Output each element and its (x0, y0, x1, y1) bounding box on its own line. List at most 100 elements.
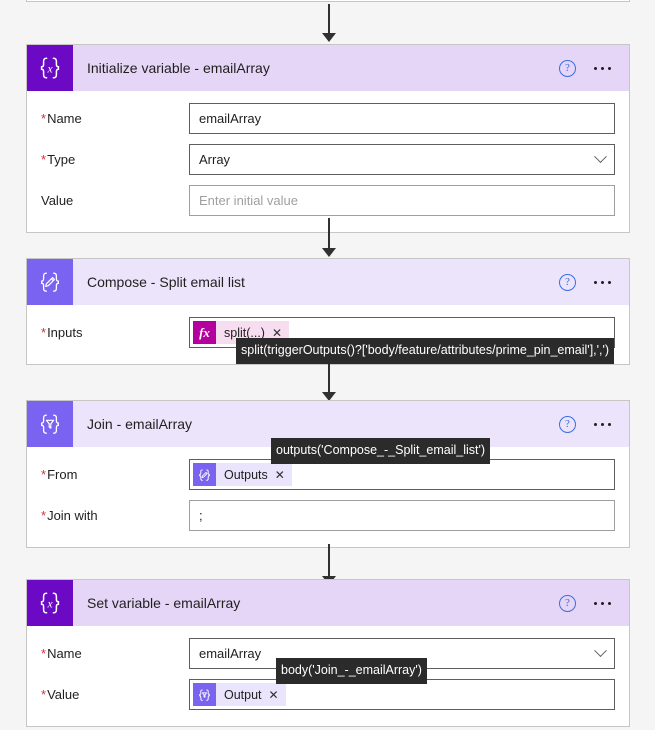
card-body: *From (27, 447, 629, 547)
chevron-down-icon (594, 150, 607, 164)
connector-arrow-1 (322, 4, 336, 42)
field-control: ; (189, 500, 615, 531)
field-label: *Name (41, 103, 189, 126)
field-label-text: Join with (47, 508, 98, 523)
value-input[interactable]: Enter initial value (189, 185, 615, 216)
name-select-value: emailArray (199, 646, 262, 661)
card-header[interactable]: Compose - Split email list ? (27, 259, 629, 305)
connector-arrowhead (322, 392, 336, 401)
field-row-name: *Name emailArray (41, 103, 615, 134)
type-select[interactable]: Array (189, 144, 615, 175)
field-control: Enter initial value (189, 185, 615, 216)
inputs-token-field[interactable]: fx split(...) ✕ (189, 317, 615, 348)
svg-text:x: x (46, 598, 53, 610)
token-label: Output (224, 687, 262, 702)
field-label-text: Type (47, 152, 76, 167)
card-header-actions: ? (559, 59, 629, 77)
card-title: Join - emailArray (87, 416, 193, 432)
value-token-field[interactable]: Output ✕ (189, 679, 615, 710)
connector-arrowhead (322, 33, 336, 42)
type-select-value: Array (199, 152, 231, 167)
compose-braces-pencil-icon (27, 259, 73, 305)
field-row-name: *Name emailArray (41, 638, 615, 669)
field-control: emailArray (189, 638, 615, 669)
connector-arrow-3 (322, 362, 336, 402)
required-indicator: * (41, 646, 47, 661)
field-label-text: Name (47, 111, 82, 126)
card-header[interactable]: Join - emailArray ? (27, 401, 629, 447)
required-indicator: * (41, 687, 47, 702)
expression-token-split[interactable]: fx split(...) ✕ (193, 321, 290, 344)
field-label-text: From (47, 467, 78, 482)
card-header-actions: ? (559, 415, 629, 433)
more-options-icon[interactable] (594, 601, 611, 605)
previous-action-card-stub (26, 0, 630, 2)
card-body: *Inputs fx split(...) ✕ (27, 305, 629, 364)
dynamic-token-output[interactable]: Output ✕ (193, 683, 286, 706)
token-body: Output ✕ (216, 683, 286, 706)
card-header[interactable]: x Initialize variable - emailArray ? (27, 45, 629, 91)
token-label: split(...) (224, 325, 265, 340)
card-header-actions: ? (559, 273, 629, 291)
svg-text:x: x (46, 63, 53, 75)
help-icon[interactable]: ? (559, 273, 576, 291)
join-braces-funnel-icon (193, 683, 216, 706)
token-label: Outputs (224, 467, 268, 482)
variable-braces-x-icon: x (27, 45, 73, 91)
card-header-actions: ? (559, 594, 629, 612)
card-body: *Name emailArray *Value (27, 626, 629, 726)
card-header[interactable]: x Set variable - emailArray ? (27, 580, 629, 626)
token-body: Outputs ✕ (216, 463, 292, 486)
field-control: Array (189, 144, 615, 175)
action-card-join[interactable]: Join - emailArray ? *From (26, 400, 630, 548)
field-label: Value (41, 185, 189, 208)
name-select[interactable]: emailArray (189, 638, 615, 669)
field-label: *Join with (41, 500, 189, 523)
more-options-icon[interactable] (594, 66, 611, 70)
required-indicator: * (41, 152, 47, 167)
field-label-text: Value (41, 193, 74, 208)
field-row-value: *Value (41, 679, 615, 710)
required-indicator: * (41, 325, 47, 340)
field-label-text: Name (47, 646, 82, 661)
more-options-icon[interactable] (594, 422, 611, 426)
card-title: Compose - Split email list (87, 274, 245, 290)
field-label: *Name (41, 638, 189, 661)
field-label: *Type (41, 144, 189, 167)
connector-line (328, 362, 330, 393)
remove-token-icon[interactable]: ✕ (271, 325, 283, 340)
field-control: Outputs ✕ (189, 459, 615, 490)
field-row-inputs: *Inputs fx split(...) ✕ (41, 317, 615, 348)
field-row-join-with: *Join with ; (41, 500, 615, 531)
connector-line (328, 544, 330, 577)
field-label: *Value (41, 679, 189, 702)
connector-arrowhead (322, 248, 336, 257)
field-label-text: Inputs (47, 325, 83, 340)
connector-line (328, 4, 330, 34)
join-with-input[interactable]: ; (189, 500, 615, 531)
join-braces-funnel-icon (27, 401, 73, 447)
action-card-set-variable[interactable]: x Set variable - emailArray ? *Name emai… (26, 579, 630, 727)
required-indicator: * (41, 508, 47, 523)
field-label: *From (41, 459, 189, 482)
action-card-compose[interactable]: Compose - Split email list ? *Inputs fx (26, 258, 630, 365)
more-options-icon[interactable] (594, 280, 611, 284)
card-body: *Name emailArray *Type Array (27, 91, 629, 232)
action-card-initialize-variable[interactable]: x Initialize variable - emailArray ? *Na… (26, 44, 630, 233)
chevron-down-icon (594, 644, 607, 658)
help-icon[interactable]: ? (559, 59, 576, 77)
from-token-field[interactable]: Outputs ✕ (189, 459, 615, 490)
field-control: Output ✕ (189, 679, 615, 710)
remove-token-icon[interactable]: ✕ (274, 467, 285, 482)
help-icon[interactable]: ? (559, 415, 576, 433)
field-label-text: Value (47, 687, 80, 702)
name-input[interactable]: emailArray (189, 103, 615, 134)
token-body: split(...) ✕ (216, 321, 290, 344)
field-control: fx split(...) ✕ (189, 317, 615, 348)
help-icon[interactable]: ? (559, 594, 576, 612)
remove-token-icon[interactable]: ✕ (268, 687, 279, 702)
variable-braces-x-icon: x (27, 580, 73, 626)
required-indicator: * (41, 467, 47, 482)
dynamic-token-outputs[interactable]: Outputs ✕ (193, 463, 292, 486)
